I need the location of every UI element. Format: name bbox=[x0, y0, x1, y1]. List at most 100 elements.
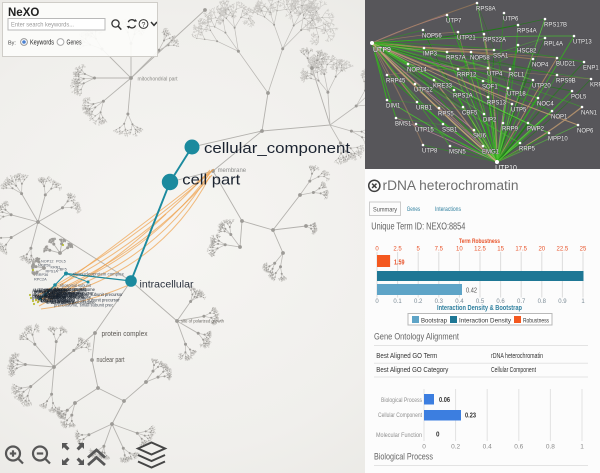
svg-text:5: 5 bbox=[417, 247, 421, 253]
svg-text:site of polarized growth: site of polarized growth bbox=[181, 319, 224, 324]
svg-text:nucleolar complex: nucleolar complex bbox=[32, 289, 67, 294]
svg-text:Term Robustness: Term Robustness bbox=[459, 238, 500, 245]
svg-text:Bootstrap: Bootstrap bbox=[421, 317, 447, 324]
svg-text:1: 1 bbox=[580, 444, 584, 451]
svg-text:0.6: 0.6 bbox=[514, 444, 523, 451]
svg-text:NOP58: NOP58 bbox=[38, 264, 50, 268]
svg-text:0.2: 0.2 bbox=[414, 299, 423, 305]
svg-text:15: 15 bbox=[497, 247, 504, 253]
svg-text:RRP12: RRP12 bbox=[457, 73, 477, 79]
svg-text:tUTP complex: tUTP complex bbox=[39, 295, 66, 300]
svg-text:ribosomal subunit assembly: ribosomal subunit assembly bbox=[32, 294, 85, 299]
svg-text:nucleolar ribonuclease: nucleolar ribonuclease bbox=[49, 295, 92, 300]
svg-text:10: 10 bbox=[456, 247, 463, 253]
svg-text:CBF5: CBF5 bbox=[462, 111, 478, 117]
svg-text:RPS13: RPS13 bbox=[487, 101, 507, 107]
svg-text:preribosome: preribosome bbox=[44, 292, 68, 297]
svg-text:Enter search keywords...: Enter search keywords... bbox=[11, 22, 74, 29]
svg-text:0: 0 bbox=[422, 444, 426, 451]
svg-text:DIP2: DIP2 bbox=[483, 118, 497, 124]
svg-text:UTP15: UTP15 bbox=[415, 128, 434, 134]
svg-text:2.5: 2.5 bbox=[393, 247, 402, 253]
svg-text:Unique Term ID: NEXO:8854: Unique Term ID: NEXO:8854 bbox=[371, 222, 465, 233]
svg-text:Molecular Function: Molecular Function bbox=[376, 432, 422, 439]
svg-text:DIM1: DIM1 bbox=[386, 104, 401, 110]
svg-text:UTP4: UTP4 bbox=[487, 72, 503, 78]
svg-text:snoRNA complex: snoRNA complex bbox=[55, 288, 88, 293]
svg-text:SSU processome: SSU processome bbox=[46, 292, 79, 297]
svg-text:pre-SSU: pre-SSU bbox=[50, 297, 66, 302]
svg-text:25: 25 bbox=[580, 247, 587, 253]
svg-text:rDNA heterochromatin: rDNA heterochromatin bbox=[491, 351, 543, 360]
svg-text:90S preribosome: 90S preribosome bbox=[39, 288, 72, 293]
svg-text:By:: By: bbox=[8, 41, 16, 47]
svg-text:ribonucleoprotein complex: ribonucleoprotein complex bbox=[73, 272, 125, 277]
svg-text:0.4: 0.4 bbox=[483, 444, 492, 451]
svg-text:0: 0 bbox=[375, 299, 379, 305]
svg-text:small subunit: small subunit bbox=[44, 299, 69, 304]
svg-text:POL5: POL5 bbox=[56, 260, 66, 264]
svg-text:Interaction Density: Interaction Density bbox=[459, 317, 512, 324]
svg-text:0: 0 bbox=[375, 247, 379, 253]
svg-text:NOP14: NOP14 bbox=[407, 68, 427, 74]
svg-text:UTP20: UTP20 bbox=[532, 84, 551, 90]
svg-text:POL5: POL5 bbox=[571, 95, 587, 101]
svg-text:UTP-B complex: UTP-B complex bbox=[47, 292, 77, 297]
svg-text:protein complex: protein complex bbox=[102, 331, 148, 338]
svg-text:processome: processome bbox=[34, 289, 57, 294]
svg-text:17.5: 17.5 bbox=[515, 247, 527, 253]
svg-text:t-UTP complex: t-UTP complex bbox=[33, 287, 62, 292]
svg-text:UTP18: UTP18 bbox=[507, 92, 526, 98]
svg-text:mitochondrial part: mitochondrial part bbox=[138, 77, 178, 83]
svg-text:membrane: membrane bbox=[218, 167, 247, 174]
svg-text:90S pre-ribosome: 90S pre-ribosome bbox=[35, 295, 69, 300]
svg-text:CBF5: CBF5 bbox=[57, 268, 67, 272]
svg-text:0.42: 0.42 bbox=[466, 288, 477, 295]
svg-text:HSC82: HSC82 bbox=[517, 49, 537, 55]
svg-text:URB1: URB1 bbox=[416, 106, 433, 112]
svg-text:UTP8: UTP8 bbox=[422, 149, 438, 155]
svg-text:preribosome, small subunit pre: preribosome, small subunit prec bbox=[54, 303, 113, 308]
svg-text:Robustness: Robustness bbox=[523, 317, 549, 324]
svg-text:NOC4: NOC4 bbox=[537, 102, 554, 108]
svg-text:Genes: Genes bbox=[67, 38, 82, 47]
svg-text:small subunit processome: small subunit processome bbox=[47, 287, 96, 292]
svg-text:snoRNP complex: snoRNP complex bbox=[52, 290, 85, 295]
svg-text:MSN5: MSN5 bbox=[449, 150, 466, 156]
svg-text:IMP3: IMP3 bbox=[423, 52, 438, 58]
svg-text:MPP10 complex: MPP10 complex bbox=[42, 291, 73, 296]
svg-text:NOP1: NOP1 bbox=[551, 115, 568, 121]
svg-text:BUD21: BUD21 bbox=[556, 62, 576, 68]
svg-text:UTP22: UTP22 bbox=[414, 88, 433, 94]
svg-text:0.8: 0.8 bbox=[538, 299, 547, 305]
svg-text:?: ? bbox=[142, 22, 146, 29]
svg-text:0.4: 0.4 bbox=[455, 299, 464, 305]
svg-text:NeXO: NeXO bbox=[8, 7, 39, 19]
svg-text:ENP1: ENP1 bbox=[583, 66, 599, 72]
svg-text:subunit processome: subunit processome bbox=[48, 295, 86, 300]
svg-text:UTP7: UTP7 bbox=[446, 19, 462, 25]
svg-text:small-subunit processome: small-subunit processome bbox=[46, 300, 95, 305]
svg-text:RCL1: RCL1 bbox=[509, 73, 525, 79]
svg-text:processome complex: processome complex bbox=[37, 295, 77, 300]
svg-text:BMS1: BMS1 bbox=[395, 122, 412, 128]
svg-text:SSB1: SSB1 bbox=[442, 128, 458, 134]
svg-text:1.59: 1.59 bbox=[394, 260, 405, 267]
svg-text:preribosome precursor: preribosome precursor bbox=[45, 292, 88, 297]
svg-text:MPP10: MPP10 bbox=[548, 137, 568, 143]
svg-text:0.9: 0.9 bbox=[558, 299, 567, 305]
svg-text:ribosomal small subunit precur: ribosomal small subunit precursor bbox=[57, 298, 120, 303]
svg-text:cellular_component: cellular_component bbox=[204, 140, 351, 157]
svg-text:RPS1A: RPS1A bbox=[46, 270, 59, 274]
svg-text:RPS7A: RPS7A bbox=[446, 56, 466, 62]
svg-text:small ribosomal subunit precur: small ribosomal subunit precursor bbox=[60, 292, 123, 297]
svg-text:processome precursor: processome precursor bbox=[52, 291, 94, 296]
svg-text:RPL4A: RPL4A bbox=[544, 42, 563, 48]
svg-text:UTP13: UTP13 bbox=[573, 40, 592, 46]
svg-text:ribosomal subunit: ribosomal subunit bbox=[60, 283, 92, 288]
svg-text:SOF1: SOF1 bbox=[482, 85, 498, 91]
svg-text:UTP9: UTP9 bbox=[373, 47, 391, 54]
svg-text:Cellular Component: Cellular Component bbox=[378, 412, 422, 419]
svg-text:Keywords: Keywords bbox=[30, 38, 54, 47]
svg-text:box C/D snoRNP: box C/D snoRNP bbox=[35, 288, 67, 293]
